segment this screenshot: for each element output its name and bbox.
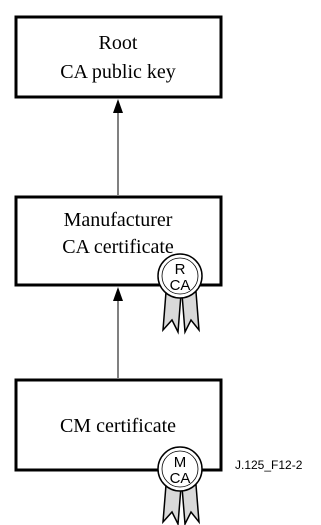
root-ca-label-line2: CA public key (60, 61, 176, 83)
cm-certificate-label: CM certificate (60, 415, 176, 437)
seal-mca-line2: CA (170, 470, 191, 487)
seal-inner-ring (161, 257, 199, 295)
seal-mca-line1: M (174, 454, 187, 471)
arrowhead-icon (113, 287, 123, 301)
arrowhead-icon (113, 99, 123, 113)
root-ca-box: Root CA public key (14, 15, 223, 99)
arrow-cm-to-manufacturer (113, 287, 123, 378)
seal-inner-ring (161, 450, 199, 488)
cm-certificate-box: CM certificate (14, 378, 223, 472)
root-ca-box-border (14, 15, 223, 99)
manufacturer-ca-label-line1: Manufacturer (64, 209, 173, 231)
manufacturer-ca-label-line2: CA certificate (62, 236, 174, 258)
root-ca-label-line1: Root (99, 32, 138, 54)
seal-rca-line2: CA (170, 277, 191, 294)
seal-rca-line1: R (175, 261, 186, 278)
seal-disc (157, 446, 203, 492)
rca-seal-icon: R CA (157, 253, 203, 335)
arrow-manufacturer-to-root (113, 99, 123, 195)
mca-seal-icon: M CA (157, 446, 203, 525)
cm-certificate-box-border (14, 378, 223, 472)
seal-disc (157, 253, 203, 299)
figure-id-label: J.125_F12-2 (235, 458, 303, 472)
